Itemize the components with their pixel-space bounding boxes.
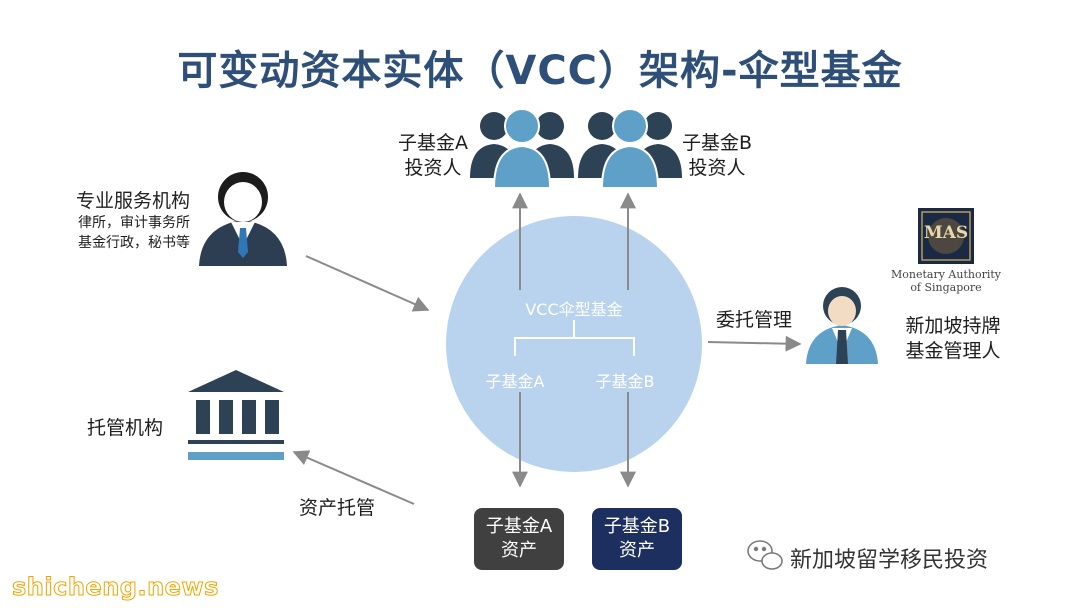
investor-group-b-icon: [578, 108, 682, 189]
wechat-account-name: 新加坡留学移民投资: [790, 548, 989, 573]
professional-person-icon: [199, 172, 287, 266]
fund-manager-line2: 基金管理人: [905, 340, 1001, 362]
mas-logo-text: MAS: [923, 223, 969, 243]
mas-logo: [918, 208, 974, 264]
investors-a-line1: 子基金A: [398, 132, 468, 154]
investors-a-label: 子基金A 投资人: [388, 131, 478, 181]
investor-group-a-icon: [470, 108, 574, 189]
asset-b-line1: 子基金B: [603, 516, 671, 537]
service-provider-line3: 基金行政，秘书等: [78, 235, 190, 251]
vcc-umbrella-label: VCC伞型基金: [525, 300, 623, 319]
mas-name-line1: Monetary Authority: [891, 268, 1001, 281]
mas-name-line2: of Singapore: [910, 281, 982, 294]
asset-a-line2: 资产: [501, 540, 537, 561]
custodian-label: 托管机构: [86, 417, 163, 439]
vcc-umbrella-circle: [446, 216, 702, 472]
service-provider-title: 专业服务机构: [75, 190, 190, 212]
investors-b-line1: 子基金B: [681, 132, 753, 154]
custody-label: 资产托管: [298, 497, 375, 519]
delegation-label: 委托管理: [715, 309, 792, 331]
service-provider-line2: 律所，审计事务所: [78, 215, 190, 231]
investors-b-line2: 投资人: [688, 157, 746, 179]
asset-a-line1: 子基金A: [485, 516, 553, 537]
investors-b-label: 子基金B 投资人: [672, 131, 762, 181]
subfund-bracket: [514, 320, 635, 356]
asset-b-line2: 资产: [619, 540, 655, 561]
fund-manager-label: 新加坡持牌 基金管理人: [888, 314, 1018, 364]
bank-building-icon: [188, 370, 284, 460]
investors-a-line2: 投资人: [404, 157, 462, 179]
subfund-b-label: 子基金B: [595, 372, 655, 391]
fund-manager-line1: 新加坡持牌: [905, 315, 1001, 337]
mas-name: Monetary Authority of Singapore: [880, 268, 1012, 294]
asset-a-box: 子基金A 资产: [474, 508, 564, 570]
arrow-custody: [292, 450, 415, 505]
wechat-icon: [747, 540, 783, 570]
site-watermark: shicheng.news: [12, 573, 219, 602]
arrow-vcc-to-manager: [707, 335, 802, 352]
service-provider-label: 专业服务机构 律所，审计事务所 基金行政，秘书等: [40, 189, 190, 253]
fund-manager-icon: [806, 287, 878, 364]
asset-b-box: 子基金B 资产: [592, 508, 682, 570]
subfund-a-label: 子基金A: [485, 372, 545, 391]
arrow-service-to-vcc: [305, 255, 430, 312]
page-title: 可变动资本实体（VCC）架构-伞型基金: [177, 48, 903, 94]
